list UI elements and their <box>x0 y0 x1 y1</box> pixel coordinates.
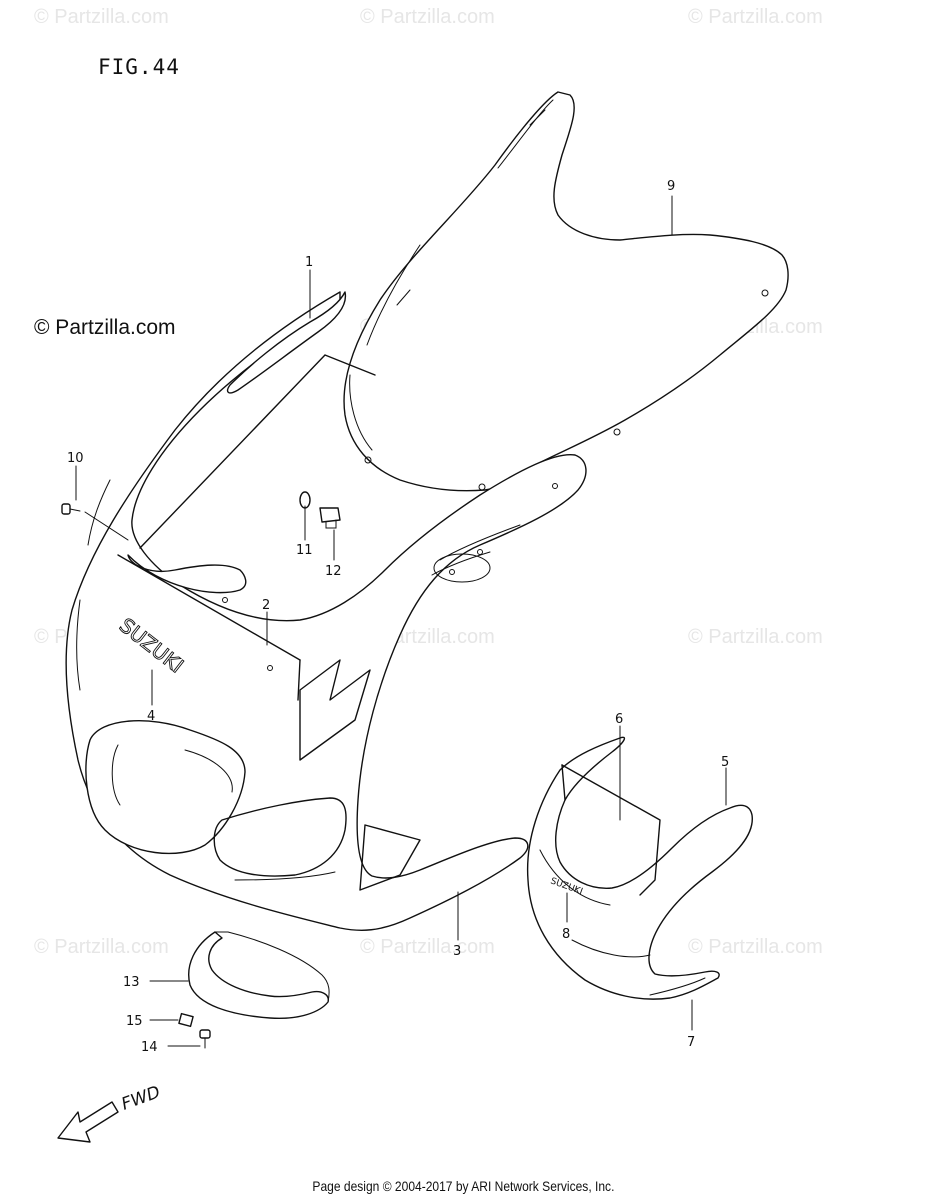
upper-cowl-part[interactable] <box>65 291 587 931</box>
fender-part[interactable] <box>188 931 330 1020</box>
callout-13: 13 <box>123 975 140 990</box>
page-footer: Page design © 2004-2017 by ARI Network S… <box>312 1178 615 1194</box>
callout-2: 2 <box>262 598 270 613</box>
watermark: © Partzilla.com <box>688 6 823 28</box>
side-trim-part[interactable] <box>226 291 347 394</box>
callout-6: 6 <box>615 712 623 727</box>
callout-9: 9 <box>667 179 675 194</box>
callout-7: 7 <box>687 1035 695 1050</box>
direction-label: FWD <box>119 1082 163 1114</box>
callout-15: 15 <box>126 1014 143 1029</box>
inner-panel-part[interactable] <box>117 354 376 701</box>
watermark: © Partzilla.com <box>688 936 823 958</box>
windscreen-part[interactable] <box>343 91 789 492</box>
callout-5: 5 <box>721 755 729 770</box>
watermark: © Partzilla.com <box>360 936 495 958</box>
callout-12: 12 <box>325 564 342 579</box>
callout-3: 3 <box>453 944 461 959</box>
watermark: © Partzilla.com <box>34 936 169 958</box>
watermark: © Partzilla.com <box>34 6 169 28</box>
watermark: © Partzilla.com <box>360 6 495 28</box>
watermark: © Partzilla.com <box>688 626 823 648</box>
nut-part-15[interactable] <box>178 1012 194 1028</box>
callout-11: 11 <box>296 543 313 558</box>
forward-arrow-icon: FWD <box>57 1082 163 1143</box>
grommet-part-12[interactable] <box>319 507 341 529</box>
callout-4: 4 <box>147 709 155 724</box>
callout-1: 1 <box>305 255 313 270</box>
small-cowl-part[interactable]: SUZUKI <box>526 736 753 1000</box>
figure-title: FIG.44 <box>98 55 180 79</box>
bolt-part-14[interactable] <box>199 1029 211 1049</box>
bolt-part-10[interactable] <box>61 503 81 515</box>
callout-10: 10 <box>67 451 84 466</box>
callouts: 1 2 3 4 5 6 7 8 9 10 11 12 13 14 15 <box>67 179 729 1055</box>
callout-14: 14 <box>141 1040 158 1055</box>
leader-lines <box>75 195 727 1047</box>
callout-8: 8 <box>562 927 570 942</box>
copyright-notice: © Partzilla.com <box>34 316 176 339</box>
